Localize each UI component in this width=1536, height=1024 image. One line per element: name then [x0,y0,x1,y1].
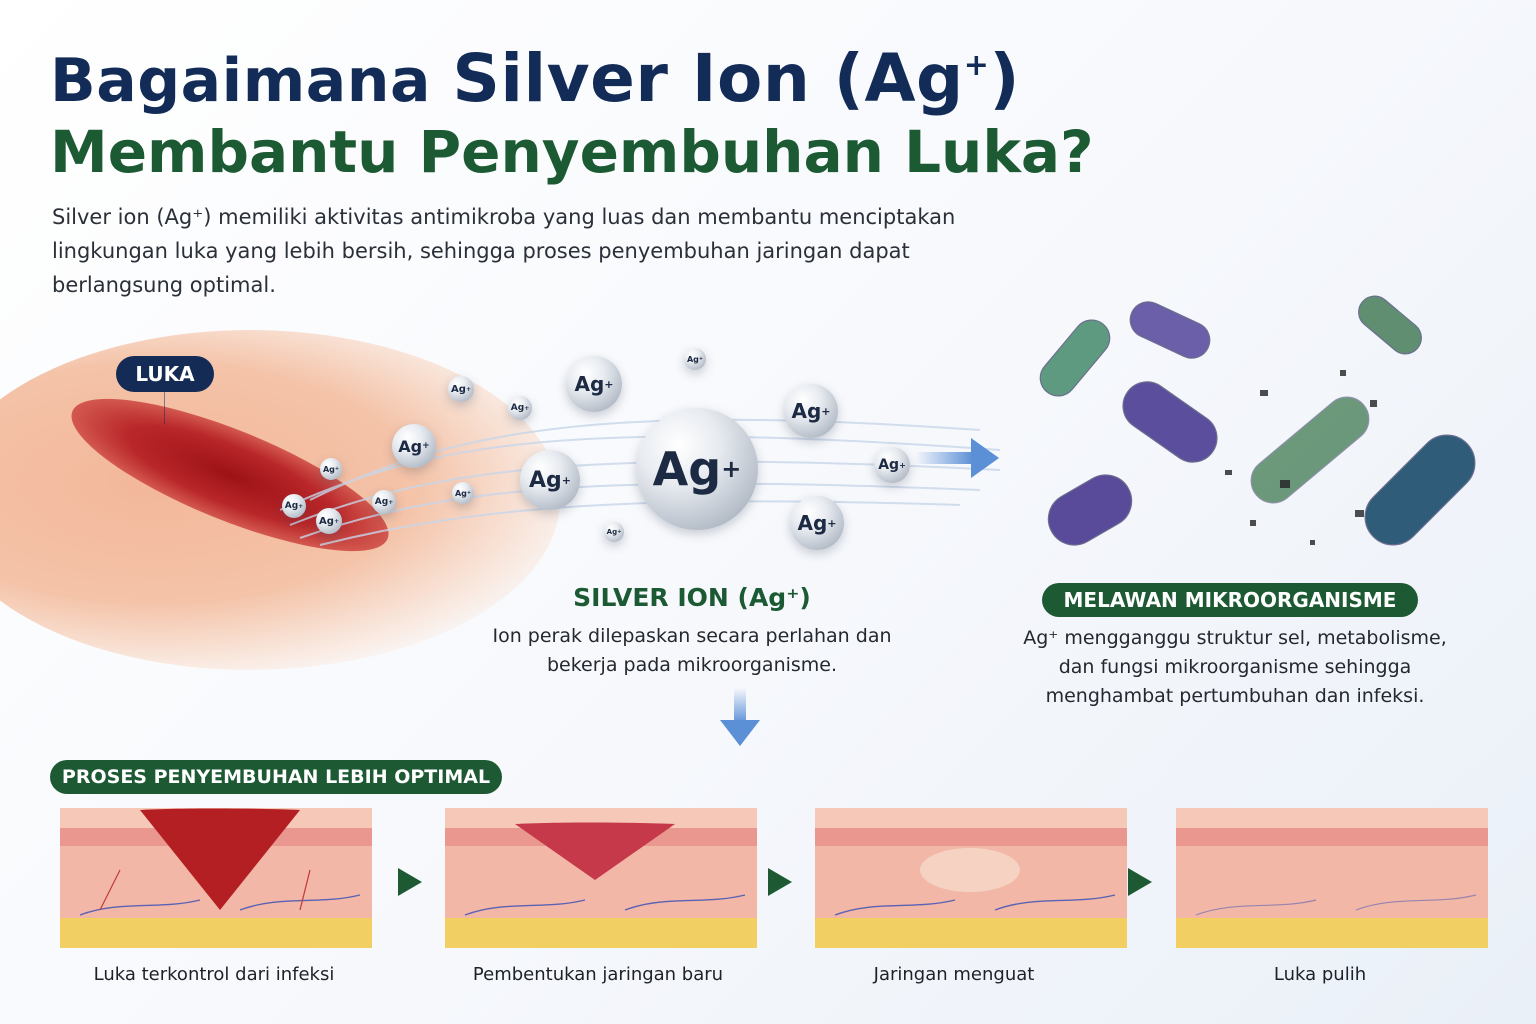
play-arrow-icon [398,868,422,896]
silver-ion-description: Ion perak dilepaskan secara perlahan dan… [492,625,892,676]
silver-ion-small: Ag+ [282,494,306,518]
process-step-label: Pembentukan jaringan baru [472,964,724,985]
bacteria-icon [1039,295,1476,546]
skin-step-4-illustration [1176,808,1488,948]
wound-label-pointer [164,392,165,424]
play-arrow-icon [1128,868,1152,896]
title-highlight: Silver Ion (Ag+) [452,40,1021,117]
silver-ion-small: Ag+ [320,458,342,480]
skin-step-2-illustration [445,808,757,948]
process-step-label: Luka pulih [1273,964,1367,985]
wound-label-badge: LUKA [116,356,214,392]
silver-ion-large: Ag+ [636,408,758,530]
silver-ion: Ag+ [520,450,580,510]
arrow-right-icon [915,438,999,478]
play-arrow-icon [768,868,792,896]
skin-step-1-illustration [60,808,372,948]
silver-ion: Ag+ [874,447,910,483]
process-step-label: Luka terkontrol dari infeksi [93,964,335,985]
silver-ion: Ag+ [790,496,844,550]
microorganisms-illustration [1039,295,1476,546]
silver-ion-small: Ag+ [448,376,474,402]
silver-ion-heading: SILVER ION (Ag⁺) [573,583,811,612]
arrow-down-icon [720,688,760,746]
silver-ion-small: Ag+ [508,396,532,420]
silver-ion-small: Ag+ [372,490,396,514]
page-title-line-1: Bagaimana Silver Ion (Ag+) [50,40,1020,117]
title-prefix: Bagaimana [50,46,453,116]
silver-ion: Ag+ [392,424,436,468]
skin-step-3-illustration [815,808,1127,948]
silver-ion-small: Ag+ [684,348,706,370]
process-heading-badge: PROSES PENYEMBUHAN LEBIH OPTIMAL [50,760,502,794]
microorganism-heading-badge: MELAWAN MIKROORGANISME [1042,583,1418,617]
silver-ion: Ag+ [784,384,838,438]
silver-ion-small: Ag+ [452,482,474,504]
process-step-label: Jaringan menguat [873,964,1035,985]
silver-ion: Ag+ [566,356,622,412]
silver-ion-small: Ag+ [604,522,624,542]
intro-text: Silver ion (Ag⁺) memiliki aktivitas anti… [52,205,956,297]
page-title-line-2: Membantu Penyembuhan Luka? [50,118,1094,186]
microorganism-description: Ag⁺ mengganggu struktur sel, metabolisme… [1023,627,1447,707]
silver-ion-small: Ag+ [316,508,342,534]
